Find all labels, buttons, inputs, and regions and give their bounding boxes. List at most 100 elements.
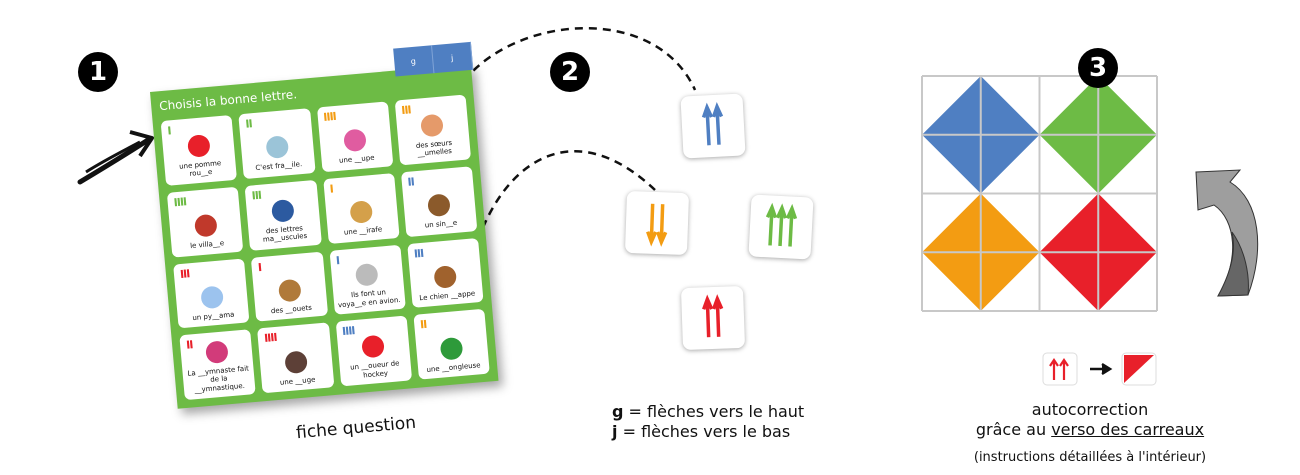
scribble-arrow-icon (77, 130, 154, 185)
question-card: III des lettres ma__uscules (244, 179, 322, 251)
question-card: III Le chien __appe (406, 237, 484, 309)
verso-link: verso des carreaux (1051, 420, 1205, 439)
card-text: des __ouets (270, 303, 313, 316)
arrow-right-icon (1090, 362, 1113, 376)
tally-marks: II (185, 338, 193, 353)
card-picture-icon (349, 200, 374, 225)
question-card: I des __ouets (251, 251, 328, 322)
step-2-badge: 2 (550, 52, 590, 92)
card-picture-icon (343, 128, 368, 153)
tally-marks: III (400, 103, 412, 118)
card-picture-icon (361, 334, 386, 359)
card-picture-icon (199, 285, 224, 310)
card-text: une __uge (279, 375, 316, 387)
card-text: des sœurs __umelles (415, 138, 453, 159)
tally-marks: IIII (173, 195, 187, 210)
legend-j-key: j (612, 422, 618, 441)
question-card: III un py__ama (173, 257, 250, 329)
card-text: des lettres ma__uscules (262, 223, 308, 244)
card-picture-icon (204, 340, 229, 364)
question-card: IIII une __uge (257, 322, 334, 394)
card-picture-icon (265, 135, 290, 160)
question-card: I Ils font un voya__e en avion. (328, 244, 406, 316)
card-text: Ils font un voya__e en avion. (337, 288, 401, 310)
tile-board (921, 75, 1158, 312)
question-card: I une pomme rou__e (160, 114, 238, 186)
arrow-up-icon (765, 202, 778, 246)
question-card: IIII le villa__e (166, 186, 244, 258)
tally-marks: I (335, 253, 340, 267)
card-text: le villa__e (189, 239, 225, 251)
tally-marks: III (179, 266, 190, 281)
question-card: III des sœurs __umelles (394, 94, 472, 166)
card-picture-icon (277, 278, 302, 303)
tally-marks: II (407, 175, 415, 189)
tally-marks: II (419, 318, 427, 332)
tally-marks: III (251, 188, 262, 203)
tile-blue[interactable] (680, 93, 746, 159)
tile-green[interactable] (748, 194, 814, 260)
tally-marks: I (257, 260, 262, 274)
arrow-up-icon (775, 203, 788, 247)
question-card: II une __ongleuse (413, 308, 490, 380)
arrow-up-icon (702, 294, 714, 338)
card-picture-icon (186, 134, 211, 158)
tally-marks: II (244, 117, 253, 131)
tally-marks: IIII (263, 331, 278, 346)
flip-arrow-icon (1195, 169, 1259, 297)
card-text: un __oueur de hockey (349, 359, 400, 380)
legend-j-text: = flèches vers le bas (617, 422, 791, 441)
question-card: II un sin__e (400, 165, 478, 237)
question-card: I une __irafe (322, 172, 400, 244)
card-text: un sin__e (424, 218, 458, 230)
tab-j: j (431, 41, 474, 74)
arrow-up-icon (785, 203, 798, 247)
step-3-badge: 3 (1078, 48, 1118, 88)
card-picture-icon (439, 336, 464, 361)
card-text: une __irafe (343, 225, 383, 237)
tile-red[interactable] (680, 285, 746, 351)
card-picture-icon (270, 198, 295, 223)
tab-g: g (393, 45, 435, 77)
card-picture-icon (355, 263, 379, 288)
autocorrection-prefix: grâce au (975, 420, 1052, 439)
tile-orange[interactable] (624, 190, 690, 256)
tally-marks: III (413, 246, 424, 261)
card-text: une __ongleuse (426, 360, 481, 374)
arrow-down-icon (656, 204, 668, 247)
sheet-title: Choisis la bonne lettre. (158, 87, 298, 114)
question-card: II La __ymnaste fait de la __ymnastique. (179, 329, 256, 401)
tally-marks: I (166, 124, 172, 138)
autocorrect-example (1042, 352, 1157, 386)
question-card: II C'est fra__ile. (238, 108, 316, 179)
arrow-down-icon (646, 203, 658, 247)
tally-marks: IIII (322, 109, 337, 124)
tally-marks: I (329, 182, 334, 196)
question-sheet: g j Choisis la bonne lettre. I une pomme… (150, 41, 499, 409)
arrow-up-icon (701, 102, 714, 146)
arrow-up-icon (711, 102, 724, 145)
legend-g-text: = flèches vers le haut (623, 402, 805, 421)
step-1-badge: 1 (78, 52, 118, 92)
card-picture-icon (433, 264, 458, 289)
letter-key-tab: g j (393, 41, 474, 77)
autocorrection-line2: grâce au verso des carreaux (940, 420, 1240, 439)
legend-g-key: g (612, 402, 624, 421)
card-picture-icon (427, 193, 452, 218)
autocorrection-label: autocorrection (1031, 400, 1149, 419)
card-text: C'est fra__ile. (255, 160, 303, 173)
card-text: La __ymnaste fait de la __ymnastique. (187, 364, 250, 394)
card-text: un py__ama (192, 310, 235, 323)
instructions-note: (instructions détaillées à l'intérieur) (973, 450, 1207, 465)
question-card: IIII une __upe (316, 101, 394, 173)
card-picture-icon (420, 113, 445, 138)
dashed-link-blue (443, 27, 697, 119)
tally-marks: IIII (341, 324, 356, 339)
card-text: une pomme rou__e (178, 159, 222, 179)
card-picture-icon (284, 349, 308, 374)
card-text: Le chien __appe (419, 289, 476, 303)
question-card: IIII un __oueur de hockey (335, 315, 412, 387)
card-picture-icon (193, 213, 218, 238)
